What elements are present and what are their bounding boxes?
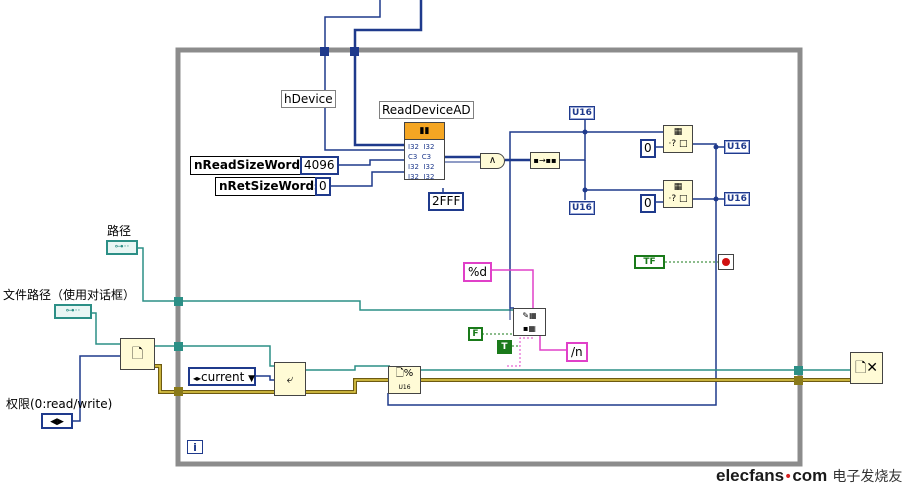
const-zero-bottom[interactable]: 0 bbox=[640, 194, 656, 213]
split-number-node[interactable]: ▪→▪▪ bbox=[530, 152, 560, 169]
const-zero-top[interactable]: 0 bbox=[640, 139, 656, 158]
u16-top-indicator[interactable]: U16 bbox=[569, 106, 595, 120]
close-file-node[interactable]: 🗋✕ bbox=[850, 352, 883, 384]
subvi-header-icon: ▮▮ bbox=[405, 123, 444, 140]
tunnel-error-right bbox=[794, 376, 803, 385]
tunnel-path-left bbox=[174, 297, 183, 306]
tunnel-top-right bbox=[350, 47, 359, 56]
watermark: elecfans•com 电子发烧友 bbox=[716, 466, 923, 497]
path-label: 路径 bbox=[107, 224, 132, 238]
path-control[interactable]: ⊶·· bbox=[106, 240, 138, 255]
build-array-top[interactable]: ▦·? □ bbox=[663, 125, 693, 153]
watermark-cn: 电子发烧友 bbox=[832, 469, 903, 485]
const-4096[interactable]: 4096 bbox=[300, 156, 339, 175]
const-2fff[interactable]: 2FFF bbox=[428, 192, 465, 211]
enum-dropdown-icon: ▼ bbox=[248, 374, 256, 384]
set-file-position-node[interactable]: ⤶ bbox=[274, 362, 306, 396]
subvi-label: ReadDeviceAD bbox=[379, 101, 474, 119]
tunnel-file-left bbox=[174, 342, 183, 351]
newline-string-const[interactable]: /n bbox=[566, 342, 588, 362]
path-icon: ⊶·· bbox=[114, 242, 130, 252]
enum-arrows-icon: ◂▸ bbox=[193, 374, 202, 383]
watermark-site: elecfans bbox=[716, 466, 785, 485]
watermark-dot: • bbox=[784, 469, 793, 485]
u16-mid-indicator[interactable]: U16 bbox=[569, 201, 595, 215]
bool-true-const[interactable]: T bbox=[497, 340, 512, 354]
nret-size-words-label[interactable]: nRetSizeWords bbox=[215, 177, 326, 196]
file-path-label: 文件路径（使用对话框） bbox=[3, 288, 136, 302]
write-spreadsheet-node[interactable]: ✎▦▪▦ bbox=[513, 308, 546, 336]
open-file-node[interactable]: 🗋 bbox=[120, 338, 155, 370]
stop-terminal[interactable] bbox=[718, 254, 734, 270]
while-loop-frame bbox=[175, 47, 803, 467]
u16-out-top-indicator[interactable]: U16 bbox=[724, 140, 750, 154]
tunnel-error-left bbox=[174, 387, 183, 396]
tunnel-top-left bbox=[320, 47, 329, 56]
file-path-control[interactable]: ⊶·· bbox=[54, 304, 92, 319]
stop-icon bbox=[722, 258, 730, 266]
tf-boolean-control[interactable]: TF bbox=[634, 255, 665, 269]
bool-false-const[interactable]: F bbox=[468, 327, 483, 341]
enum-value: current bbox=[201, 370, 245, 384]
position-mode-enum[interactable]: ◂▸current ▼ bbox=[188, 367, 256, 386]
and-function[interactable]: ∧ bbox=[480, 153, 505, 169]
u16-out-bottom-indicator[interactable]: U16 bbox=[724, 192, 750, 206]
loop-iteration-terminal: i bbox=[187, 440, 203, 454]
file-path-icon: ⊶·· bbox=[65, 306, 81, 316]
tunnel-file-right bbox=[794, 366, 803, 375]
format-into-file-node[interactable]: 🗋%U16 bbox=[388, 366, 421, 394]
format-string-const[interactable]: %d bbox=[463, 262, 493, 282]
nread-size-words-label[interactable]: nReadSizeWords bbox=[190, 156, 312, 175]
watermark-com: com bbox=[792, 466, 828, 485]
const-zero-nret[interactable]: 0 bbox=[315, 177, 331, 196]
permission-label: 权限(0:read/write) bbox=[6, 397, 113, 411]
permission-control[interactable]: ◀▶ bbox=[41, 413, 73, 429]
build-array-bottom[interactable]: ▦·? □ bbox=[663, 180, 693, 208]
hdevice-label[interactable]: hDevice bbox=[281, 90, 336, 108]
